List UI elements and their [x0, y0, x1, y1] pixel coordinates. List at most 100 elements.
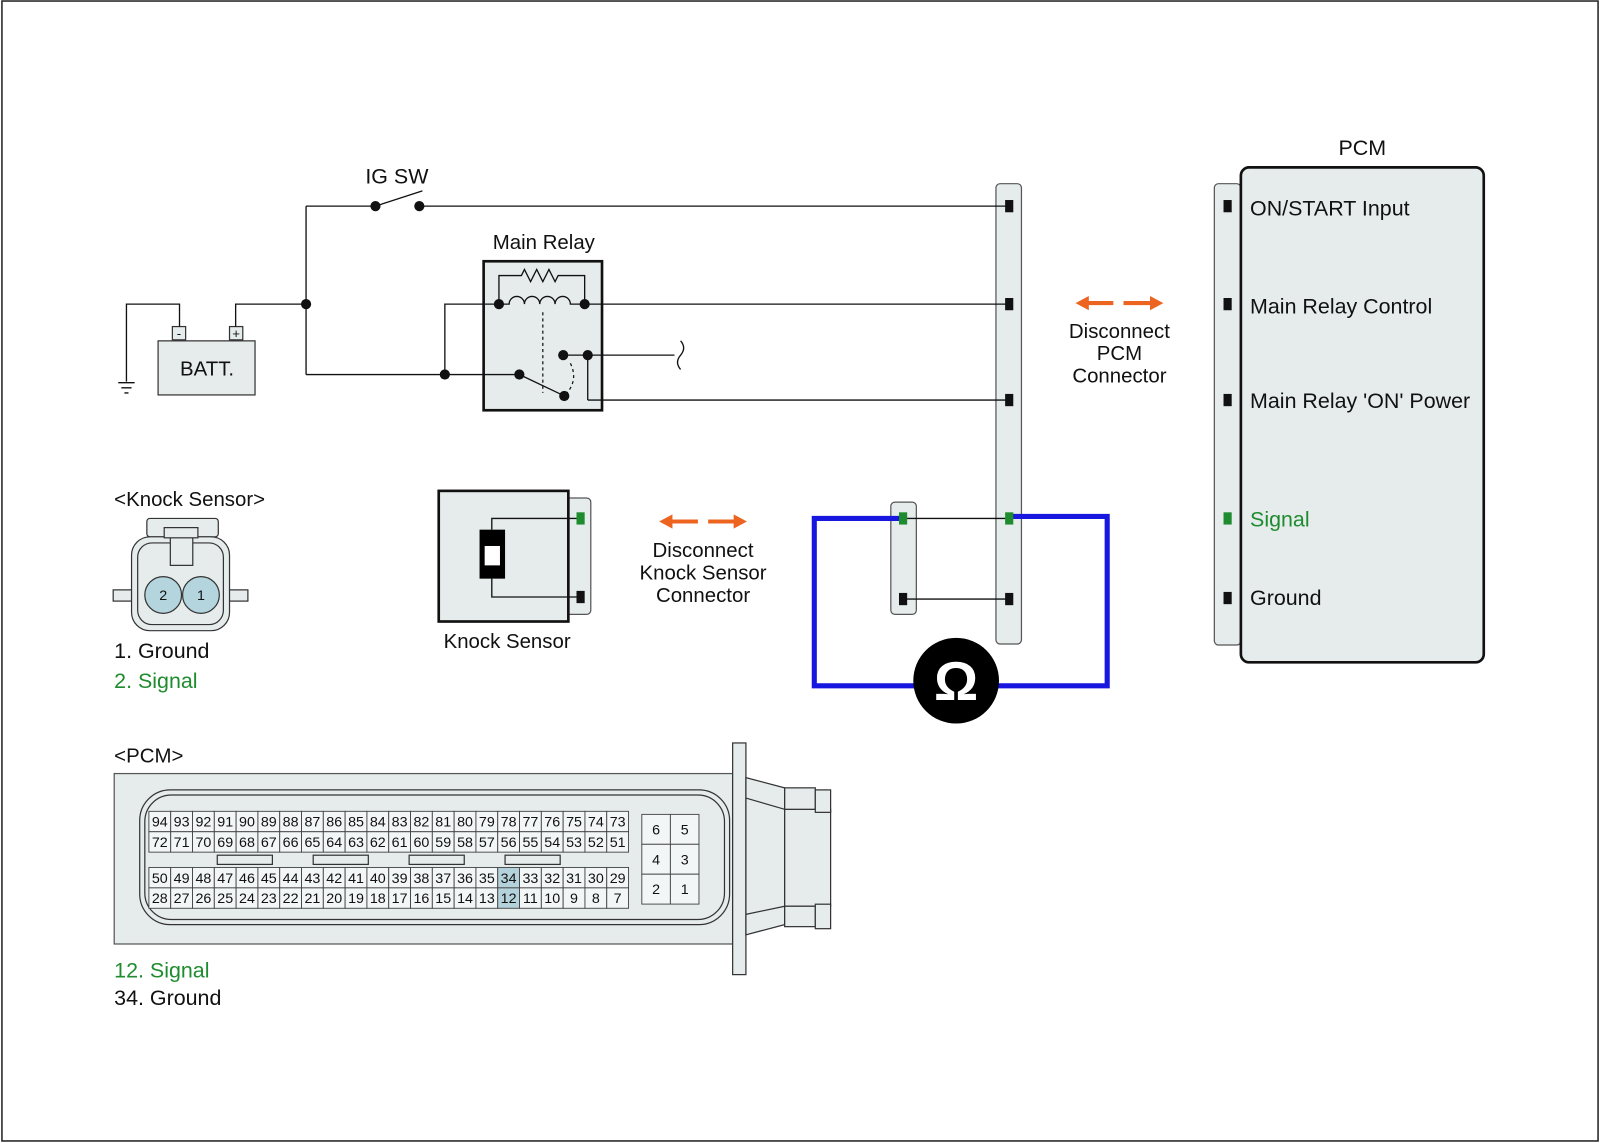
- pcm-pin-cell: 82: [410, 810, 433, 833]
- ohmmeter-lead-right: [992, 513, 1110, 689]
- ohmmeter-leads: [811, 513, 1110, 689]
- knock-sensor-pin-signal: [576, 512, 585, 525]
- ignition-switch-label: IG SW: [365, 165, 429, 189]
- pcm-pin-number: 81: [435, 815, 451, 831]
- pcm-pin-cell: 7: [606, 887, 630, 909]
- pcm-pin-number: 90: [239, 815, 255, 831]
- pcm-pin: [1223, 297, 1232, 311]
- pcm-pin-cell: 43: [301, 866, 324, 889]
- pcm-pin-cell: 84: [366, 810, 390, 833]
- relay-switch-pivot: [514, 369, 525, 380]
- pcm-pin-cell: 18: [366, 887, 390, 909]
- connector-lock-stem: [169, 536, 194, 566]
- pcm-pin-number: 89: [261, 815, 277, 831]
- main-relay-label: Main Relay: [493, 232, 596, 254]
- pcm-pin-number: 58: [457, 835, 473, 851]
- pcm-pin-cell: 89: [257, 810, 281, 833]
- pcm-pin-cell: 49: [170, 866, 193, 889]
- pcm-pin-cell: 1: [669, 873, 700, 905]
- pcm-pin-cell: 29: [606, 866, 630, 889]
- pcm-pin-label-ground: Ground: [1250, 586, 1321, 610]
- pcm-pin-number: 49: [174, 871, 190, 887]
- pcm-pin-cell: 2: [641, 873, 671, 905]
- pcm-pin-cell: 55: [519, 831, 542, 853]
- pcm-pin-number: 70: [195, 835, 211, 851]
- pcm-module-title: PCM: [1339, 136, 1387, 160]
- pcm-pin-number: 10: [544, 891, 560, 907]
- pcm-pin-number: 40: [370, 871, 386, 887]
- pcm-pin-cell: 19: [344, 887, 368, 909]
- pcm-pin-cell: 56: [497, 831, 520, 853]
- connector-pin-signal: [898, 512, 908, 525]
- pcm-pin-number: 73: [610, 815, 626, 831]
- connector-pin: [1005, 200, 1014, 213]
- pcm-pin-cell: 78: [497, 810, 520, 833]
- junction-dot: [439, 369, 450, 380]
- pcm-pin-cell: 47: [213, 866, 237, 889]
- pcm-pin-cell: 10: [540, 887, 564, 909]
- pcm-pin-number: 5: [681, 822, 689, 838]
- pcm-pin-number: 51: [610, 835, 626, 851]
- pcm-module-connector-strip: [1213, 183, 1242, 646]
- pcm-pin-number: 71: [174, 835, 190, 851]
- terminal-2: [144, 575, 183, 614]
- pcm-pin-cell: 9: [562, 887, 586, 909]
- relay-contact: [558, 350, 569, 361]
- pcm-pin-cell: 20: [322, 887, 346, 909]
- pcm-pin-cell: 13: [475, 887, 499, 909]
- pcm-pin-cell: 39: [388, 866, 411, 889]
- wire-battery-negative: [125, 303, 181, 382]
- pcm-pin-number: 87: [304, 815, 320, 831]
- pcm-pin-number: 74: [588, 815, 604, 831]
- pcm-pin-cell: 22: [279, 887, 302, 909]
- pcm-pin-cell: 45: [257, 866, 281, 889]
- pcm-pin-number: 53: [566, 835, 582, 851]
- pcm-pin-number: 91: [217, 815, 233, 831]
- pcm-pin-cell: 40: [366, 866, 390, 889]
- pcm-pin-cell: 5: [669, 813, 700, 845]
- disconnect-knock-connector-callout: Disconnect Knock Sensor Connector: [640, 514, 767, 607]
- pcm-pin-cell: 69: [213, 831, 237, 853]
- pcm-pin-number: 35: [479, 871, 495, 887]
- relay-resistor: [498, 267, 586, 305]
- relay-contact: [559, 390, 570, 402]
- pcm-pin-number: 50: [152, 871, 168, 887]
- connector-lock-tab: [163, 527, 199, 539]
- pcm-pin-cell: 72: [148, 831, 172, 853]
- pcm-pin-number: 20: [326, 891, 342, 907]
- wiring: [118, 190, 1010, 600]
- relay-contact-travel: [565, 363, 575, 395]
- pcm-connector-lever: [784, 808, 832, 907]
- pcm-pin-cell: 60: [410, 831, 433, 853]
- pcm-pin-cell: 68: [235, 831, 259, 853]
- relay-coil: [498, 295, 585, 305]
- pcm-pin-number: 16: [413, 891, 429, 907]
- pcm-pin-number: 47: [217, 871, 233, 887]
- pcm-pin-cell: 6: [641, 813, 671, 845]
- pcm-harness-connector-pins: [1005, 200, 1014, 606]
- pcm-pin-number: 37: [435, 871, 451, 887]
- pcm-pin-number: 93: [174, 815, 190, 831]
- pcm-pin-cell: 59: [431, 831, 455, 853]
- pcm-pin-cell: 28: [148, 887, 172, 909]
- pcm-pin-cell: 58: [453, 831, 477, 853]
- pcm-pin-number: 29: [610, 871, 626, 887]
- pcm-pin-cell: 23: [257, 887, 281, 909]
- pcm-pin-cell: 67: [257, 831, 281, 853]
- ohmmeter-lead-left: [811, 515, 920, 689]
- ignition-switch-contact: [370, 201, 381, 212]
- ignition-switch-contact: [414, 201, 425, 212]
- pcm-pin: [1223, 393, 1232, 407]
- pcm-pin-cell: 93: [170, 810, 193, 833]
- pcm-pin-cell: 90: [235, 810, 259, 833]
- pcm-pin-cell: 37: [431, 866, 455, 889]
- pcm-module: PCM ON/START Input Main Relay Control Ma…: [1213, 136, 1486, 664]
- knock-sensor-label: Knock Sensor: [444, 631, 571, 653]
- ohmmeter: Ω: [913, 637, 1000, 724]
- pcm-pin-box: [606, 887, 630, 909]
- pcm-pin-cell: 85: [344, 810, 368, 833]
- pcm-pin-cell: 79: [475, 810, 499, 833]
- pcm-pin-cell: 76: [540, 810, 564, 833]
